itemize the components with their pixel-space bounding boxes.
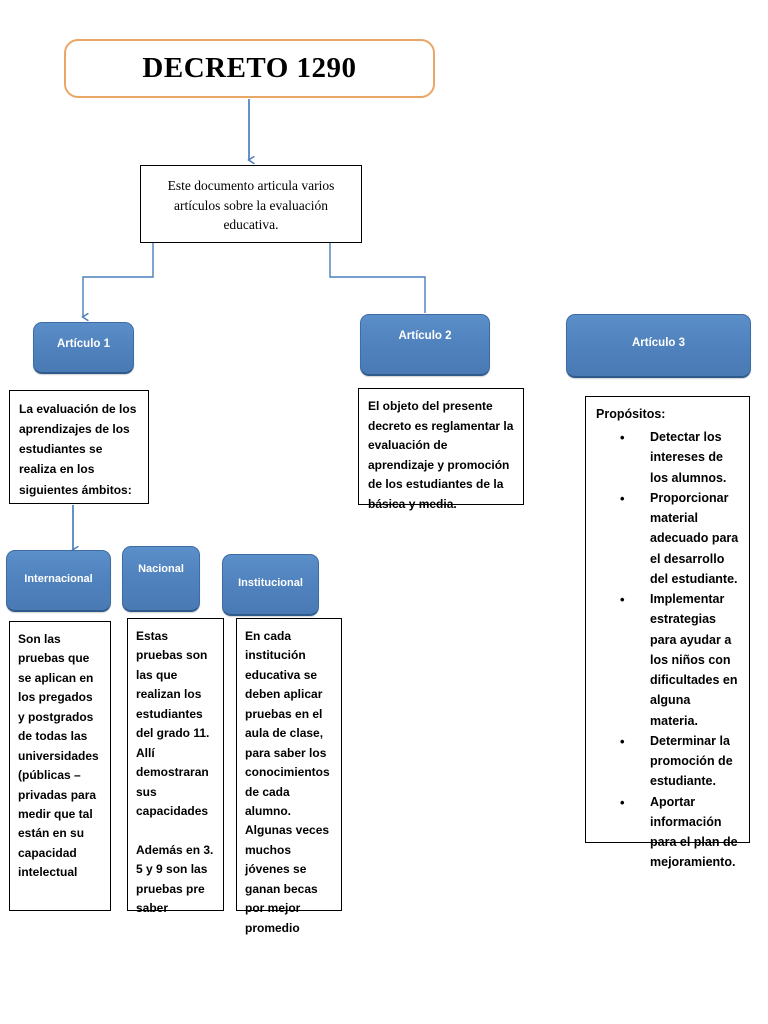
- articulo-1-label: Artículo 1: [56, 338, 111, 350]
- articulo-3-box[interactable]: Artículo 3: [566, 314, 751, 378]
- articulo-2-box[interactable]: Artículo 2: [360, 314, 490, 376]
- internacional-box[interactable]: Internacional: [6, 550, 111, 612]
- list-item: Proporcionar material adecuado para el d…: [596, 488, 739, 589]
- articulo-3-label: Artículo 3: [631, 337, 686, 349]
- articulo-1-box[interactable]: Artículo 1: [33, 322, 134, 374]
- nacional-text: Estas pruebas son las que realizan los e…: [136, 629, 214, 916]
- articulo-1-text-box: La evaluación de los aprendizajes de los…: [9, 390, 149, 504]
- list-item: Detectar los intereses de los alumnos.: [596, 427, 739, 488]
- intro-text: Este documento articula varios artículos…: [167, 178, 335, 233]
- list-item: Implementar estrategias para ayudar a lo…: [596, 589, 739, 731]
- institucional-text-box: En cada institución educativa se deben a…: [236, 618, 342, 935]
- institucional-box[interactable]: Institucional: [222, 554, 319, 616]
- connector-intro-to-articulo2: [329, 243, 426, 313]
- articulo-1-text: La evaluación de los aprendizajes de los…: [19, 402, 137, 497]
- internacional-text: Son las pruebas que se aplican en los pr…: [18, 632, 99, 880]
- articulo-2-label: Artículo 2: [398, 330, 452, 342]
- list-item: Aportar información para el plan de mejo…: [596, 792, 739, 873]
- articulo-2-text: El objeto del presente decreto es reglam…: [368, 399, 514, 511]
- title-box: DECRETO 1290: [64, 39, 435, 98]
- nacional-label: Nacional: [138, 563, 184, 575]
- internacional-label: Internacional: [24, 573, 93, 585]
- title-label: DECRETO 1290: [142, 52, 357, 84]
- institucional-label: Institucional: [238, 577, 303, 589]
- propositos-heading: Propósitos:: [596, 407, 666, 421]
- propositos-box: Propósitos: Detectar los intereses de lo…: [585, 396, 750, 869]
- connector-intro-to-articulo1: [83, 243, 154, 317]
- nacional-box[interactable]: Nacional: [122, 546, 200, 612]
- propositos-list: Detectar los intereses de los alumnos. P…: [596, 427, 739, 873]
- articulo-2-text-box: El objeto del presente decreto es reglam…: [358, 388, 524, 511]
- institucional-text: En cada institución educativa se deben a…: [245, 629, 330, 935]
- nacional-text-box: Estas pruebas son las que realizan los e…: [127, 618, 224, 915]
- list-item: Determinar la promoción de estudiante.: [596, 731, 739, 792]
- internacional-text-box: Son las pruebas que se aplican en los pr…: [9, 621, 111, 911]
- intro-box: Este documento articula varios artículos…: [140, 165, 362, 243]
